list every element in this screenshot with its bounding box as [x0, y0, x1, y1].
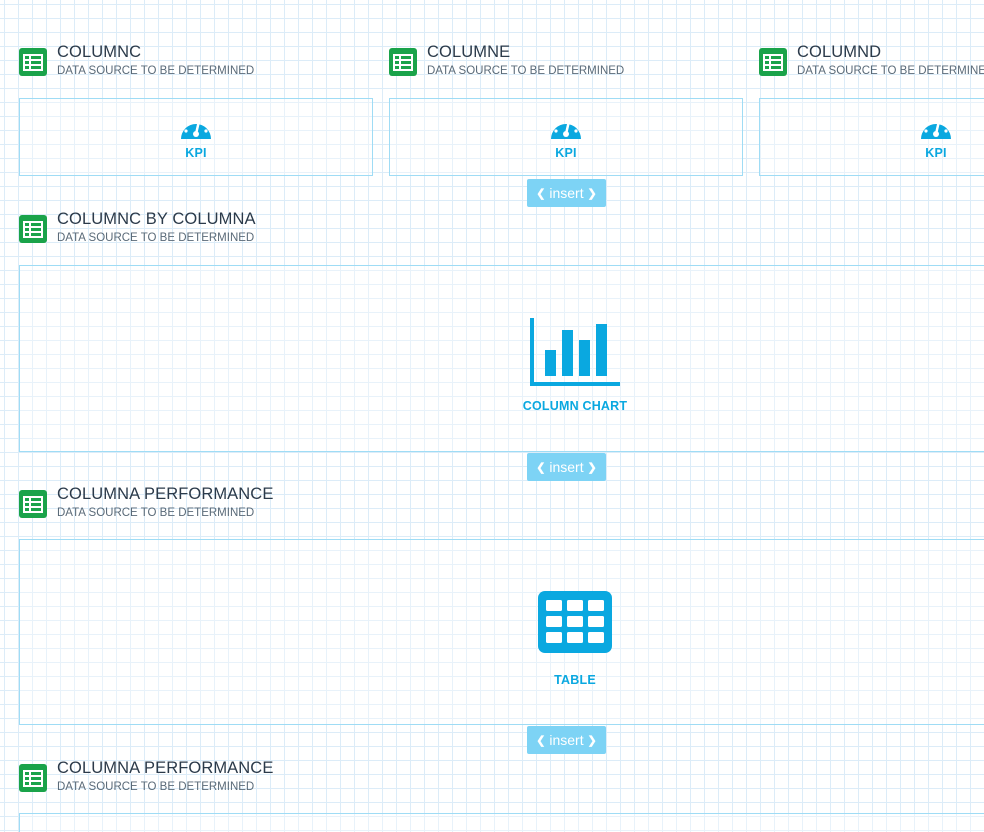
column-chart-placeholder[interactable]: COLUMN CHART	[19, 265, 984, 452]
placeholder-label: KPI	[925, 146, 947, 160]
widget-subtitle: DATA SOURCE TO BE DETERMINED	[57, 232, 255, 244]
insert-label: insert	[549, 732, 584, 748]
widget-subtitle: DATA SOURCE TO BE DETERMINED	[427, 65, 625, 77]
chevron-right-icon: ❯	[587, 735, 597, 747]
widget-subtitle: DATA SOURCE TO BE DETERMINED	[57, 65, 255, 77]
widget-title: COLUMND	[797, 43, 882, 61]
placeholder-label: KPI	[555, 146, 577, 160]
column-chart-icon	[530, 318, 620, 386]
placeholder-label: COLUMN CHART	[522, 399, 628, 413]
widget-title: COLUMNA PERFORMANCE	[57, 759, 274, 777]
gauge-icon	[181, 117, 211, 139]
insert-label: insert	[549, 459, 584, 475]
insert-button[interactable]: ❮ insert ❯	[527, 179, 606, 207]
widget-title: COLUMNE	[427, 43, 511, 61]
widget-subtitle: DATA SOURCE TO BE DETERMINED	[797, 65, 984, 77]
widget-placeholder-partial[interactable]	[19, 813, 984, 832]
insert-button[interactable]: ❮ insert ❯	[527, 726, 606, 754]
spreadsheet-icon	[19, 764, 47, 792]
widget-title: COLUMNC BY COLUMNA	[57, 210, 256, 228]
kpi-placeholder: KPI	[20, 113, 372, 160]
widget-title: COLUMNA PERFORMANCE	[57, 485, 274, 503]
kpi-placeholder-columnd[interactable]: KPI	[759, 98, 984, 176]
spreadsheet-icon	[19, 490, 47, 518]
chevron-right-icon: ❯	[587, 188, 597, 200]
spreadsheet-icon	[19, 215, 47, 243]
chevron-right-icon: ❯	[587, 462, 597, 474]
spreadsheet-icon	[389, 48, 417, 76]
widget-header-columnc-by-columna[interactable]: COLUMNC BY COLUMNA DATA SOURCE TO BE DET…	[19, 210, 519, 250]
chart-placeholder: COLUMN CHART	[20, 316, 984, 413]
spreadsheet-icon	[759, 48, 787, 76]
kpi-placeholder: KPI	[390, 113, 742, 160]
spreadsheet-icon	[19, 48, 47, 76]
widget-header-columna-performance[interactable]: COLUMNA PERFORMANCE DATA SOURCE TO BE DE…	[19, 485, 519, 525]
kpi-placeholder-columnc[interactable]: KPI	[19, 98, 373, 176]
table-placeholder[interactable]: TABLE	[19, 539, 984, 725]
chevron-left-icon: ❮	[536, 188, 546, 200]
widget-subtitle: DATA SOURCE TO BE DETERMINED	[57, 781, 255, 793]
widget-header-columne[interactable]: COLUMNE DATA SOURCE TO BE DETERMINED	[389, 43, 729, 83]
widget-header-columnc[interactable]: COLUMNC DATA SOURCE TO BE DETERMINED	[19, 43, 359, 83]
placeholder-label: KPI	[185, 146, 207, 160]
insert-label: insert	[549, 185, 584, 201]
kpi-placeholder: KPI	[760, 113, 984, 160]
widget-subtitle: DATA SOURCE TO BE DETERMINED	[57, 507, 255, 519]
widget-header-columnd[interactable]: COLUMND DATA SOURCE TO BE DETERMINED	[759, 43, 984, 83]
widget-header-columna-performance-2[interactable]: COLUMNA PERFORMANCE DATA SOURCE TO BE DE…	[19, 759, 519, 799]
placeholder-label: TABLE	[554, 673, 596, 687]
gauge-icon	[921, 117, 951, 139]
gauge-icon	[551, 117, 581, 139]
table-icon	[538, 591, 612, 653]
widget-title: COLUMNC	[57, 43, 142, 61]
kpi-placeholder-columne[interactable]: KPI	[389, 98, 743, 176]
insert-button[interactable]: ❮ insert ❯	[527, 453, 606, 481]
table-placeholder-content: TABLE	[20, 590, 984, 687]
chevron-left-icon: ❮	[536, 735, 546, 747]
chevron-left-icon: ❮	[536, 462, 546, 474]
